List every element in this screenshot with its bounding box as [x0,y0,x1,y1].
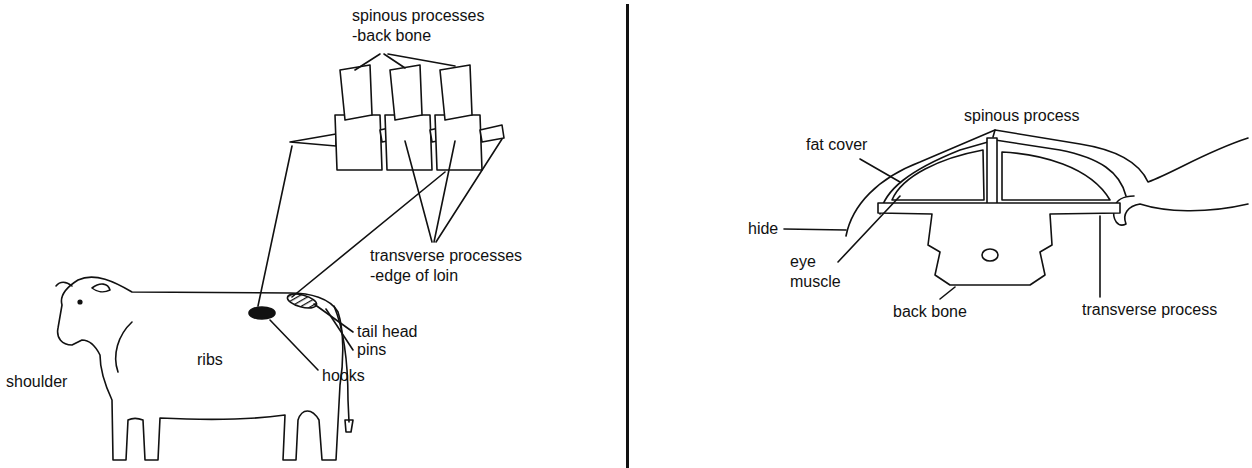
leader-line [784,229,846,230]
cow-horn [56,282,72,286]
leader-line [838,196,900,262]
part-label: spinous processes -back bone [352,6,488,46]
part-label: fat cover [806,135,867,155]
zoom-line [258,146,292,306]
leader-line [326,309,353,350]
part-label: transverse processes -edge of loin [370,246,526,286]
leader-line [436,139,502,242]
leader-line [434,141,455,242]
part-label: ribs [197,350,223,370]
leader-line [1099,216,1101,297]
part-label: transverse process [1082,300,1217,320]
leader-line [270,320,318,370]
backbone [878,203,1120,285]
cow-eye [78,300,82,304]
eye-muscle-right [1002,152,1110,200]
leader-line [993,130,995,137]
spinous-process [987,138,997,204]
spinal-canal [982,249,998,261]
part-label: hide [748,219,778,239]
articular-process [290,134,336,146]
leader-line [314,304,353,332]
cow-tail-tuft [345,420,353,432]
part-label: eye muscle [790,252,844,292]
eye-muscle-left [892,150,984,200]
leader-line [388,54,455,66]
cow-ear [92,284,110,292]
leader-line [860,159,900,182]
part-label: pins [357,340,386,360]
cow-shoulder-line [116,322,132,372]
leader-line [355,54,380,70]
vertebra [435,65,504,170]
part-label: spinous process [964,106,1080,126]
hand-outline [1114,196,1248,225]
divider [626,4,629,468]
part-label: tail head [357,322,418,342]
part-label: shoulder [6,372,67,392]
tail-head-patch [286,291,318,310]
loin-marker [249,307,275,319]
part-label: hooks [322,366,365,386]
leader-line [940,287,955,299]
cow-outline [58,277,343,460]
leader-line [405,141,432,242]
part-label: back bone [893,302,967,322]
